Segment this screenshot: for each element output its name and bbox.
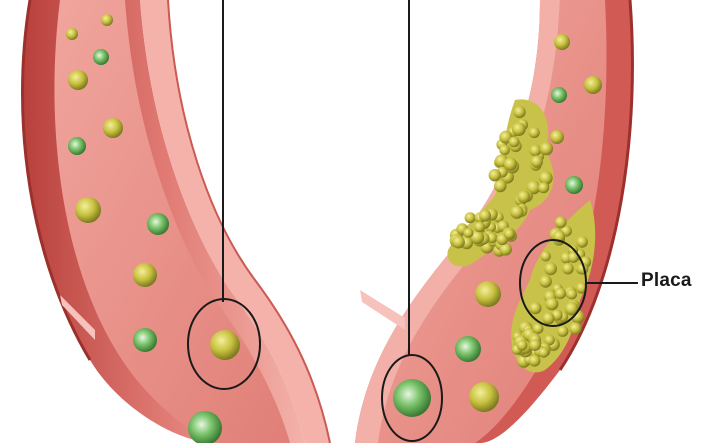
healthy-artery (23, 0, 331, 443)
plaque-globule (463, 228, 473, 238)
lipid-particle (210, 330, 240, 360)
plaque-globule (494, 180, 507, 193)
plaque-globule (517, 340, 528, 351)
plaque-globule (569, 322, 581, 334)
hdl-particle (565, 176, 583, 194)
hdl-particle (133, 328, 157, 352)
plaque-globule (540, 142, 553, 155)
plaque-globule (529, 302, 541, 314)
plaque-globule (557, 326, 568, 337)
plaque-globule (510, 205, 523, 218)
lipid-particle (475, 281, 501, 307)
plaque-globule (517, 190, 530, 203)
plaque-globule (489, 169, 501, 181)
lipid-particle (101, 14, 113, 26)
plaque-globule (538, 182, 549, 193)
plaque-globule (504, 229, 515, 240)
hdl-particle (147, 213, 169, 235)
plaque-globule (499, 145, 510, 156)
hdl-particle (551, 87, 567, 103)
plaque-globule (539, 275, 552, 288)
plaque-globule (567, 289, 578, 300)
plaque-globule (555, 216, 567, 228)
plaque-globule (529, 127, 540, 138)
lipid-particle (133, 263, 157, 287)
plaque-globule (533, 323, 544, 334)
plaque-globule (531, 155, 543, 167)
lipid-particle (75, 197, 101, 223)
lipid-particle (554, 34, 570, 50)
diseased-artery (355, 0, 632, 443)
lipid-particle (550, 130, 564, 144)
plaque-globule (541, 251, 551, 261)
hdl-particle (68, 137, 86, 155)
lipid-particle (584, 76, 602, 94)
plaque-globule (545, 297, 558, 310)
plaque-globule (562, 263, 574, 275)
plaque-globule (576, 236, 588, 248)
plaque-globule (529, 339, 541, 351)
plaque-label: Placa (641, 270, 692, 292)
lipid-particle (66, 28, 78, 40)
plaque-globule (452, 236, 465, 249)
plaque-globule (529, 355, 541, 367)
hdl-particle (393, 379, 431, 417)
hdl-particle (455, 336, 481, 362)
plaque-globule (474, 222, 485, 233)
plaque-globule (512, 122, 526, 136)
plaque-globule (479, 210, 491, 222)
plaque-globule (465, 212, 476, 223)
hdl-particle (93, 49, 109, 65)
plaque-globule (504, 158, 517, 171)
plaque-globule (544, 263, 557, 276)
lipid-particle (68, 70, 88, 90)
lipid-particle (103, 118, 123, 138)
plaque-globule (555, 288, 566, 299)
plaque-globule (542, 312, 554, 324)
plaque-globule (539, 347, 549, 357)
plaque-globule (529, 145, 541, 157)
lipid-particle (469, 382, 499, 412)
plaque-globule (514, 106, 526, 118)
plaque-globule (509, 137, 520, 148)
